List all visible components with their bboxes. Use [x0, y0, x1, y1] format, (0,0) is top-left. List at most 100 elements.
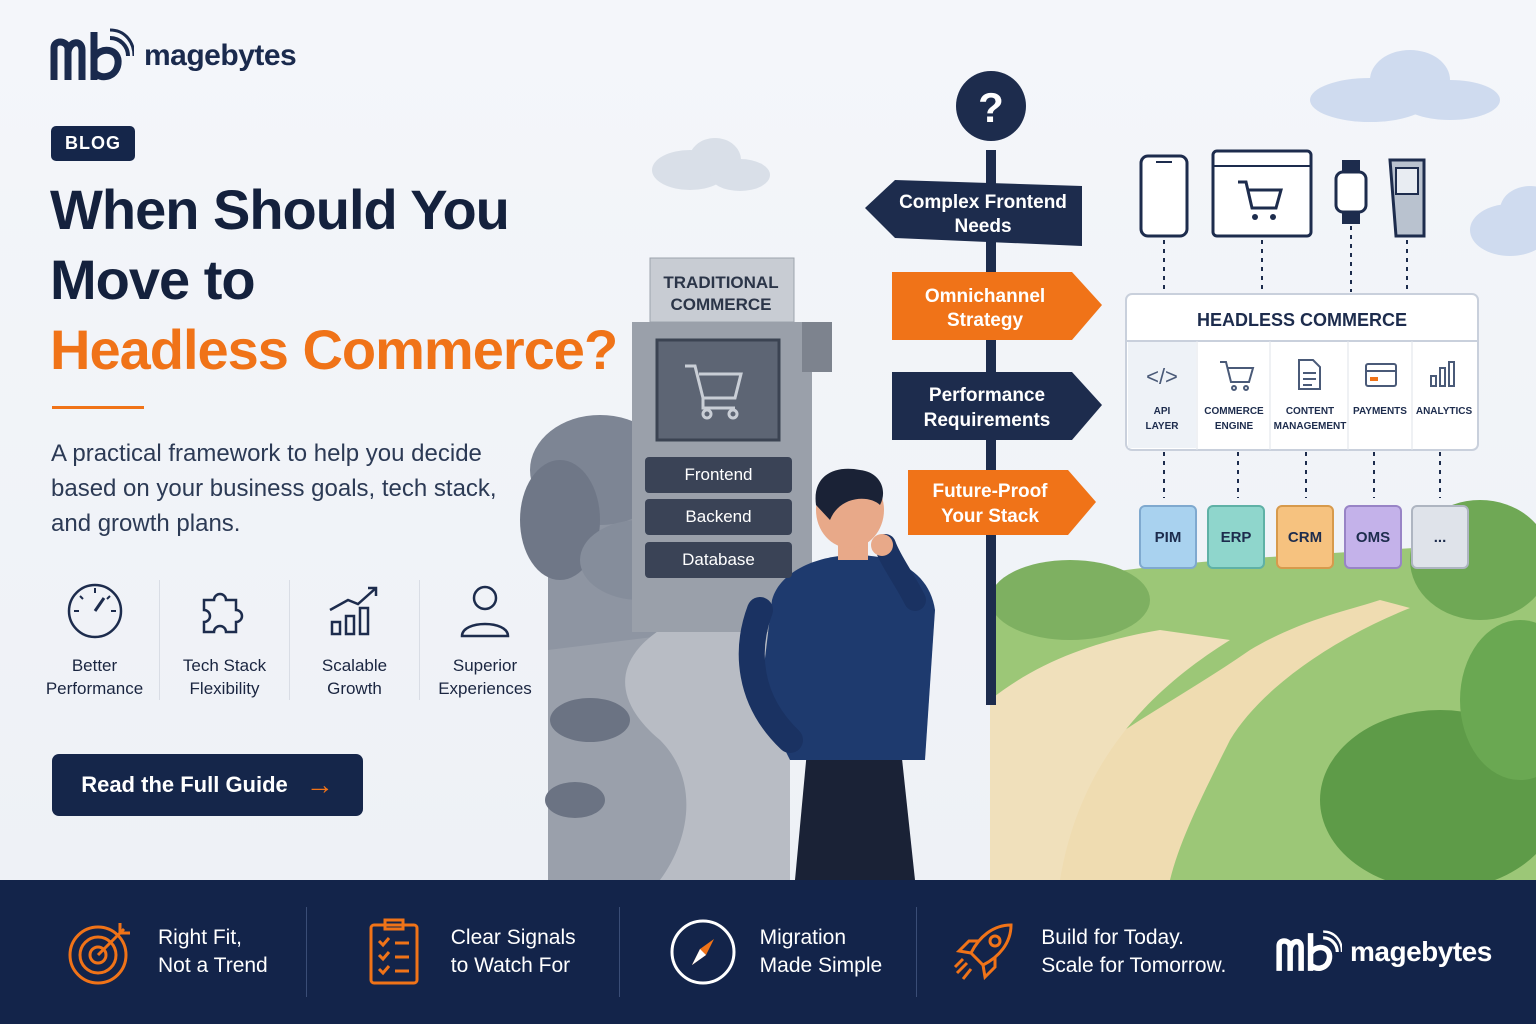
growth-chart-icon	[328, 586, 377, 636]
hero-illustration-area: TRADITIONAL COMMERCE ? Complex Frontend …	[0, 0, 1536, 880]
feature-line1: Migration	[759, 926, 847, 949]
smartwatch-icon	[1334, 160, 1368, 224]
sign-1-line2: Needs	[954, 216, 1011, 237]
footer-divider	[305, 907, 307, 997]
code-icon: </>	[1146, 364, 1178, 389]
cloud-left	[652, 138, 770, 191]
document-icon	[1298, 359, 1321, 390]
phone-icon	[1139, 154, 1189, 238]
footer-brand-name: magebytes	[1350, 936, 1492, 967]
puzzle-more	[1411, 505, 1469, 569]
page-title: When Should You Move to Headless Commerc…	[50, 175, 650, 385]
footer-feature-signals: Clear Signals to Watch For	[359, 880, 576, 1024]
feature-line2: Scale for Tomorrow.	[1041, 954, 1227, 977]
headless-devices	[1139, 149, 1441, 498]
feature-line2: Made Simple	[759, 954, 883, 977]
sign-omnichannel	[892, 272, 1102, 340]
module-2-line2: ENGINE	[1215, 421, 1254, 432]
crossroads-scene: TRADITIONAL COMMERCE ? Complex Frontend …	[520, 50, 1536, 880]
kiosk-icon	[1388, 158, 1426, 238]
traditional-path-world	[520, 415, 790, 880]
sign-4-line2: Your Stack	[941, 506, 1039, 527]
puzzle-more-label: ...	[1434, 529, 1447, 546]
module-3-line2: MANAGEMENT	[1274, 421, 1347, 432]
module-2-line1: COMMERCE	[1204, 406, 1264, 417]
brand-name: magebytes	[144, 39, 297, 72]
module-5-line1: ANALYTICS	[1416, 406, 1473, 417]
arrow-right-icon: →	[305, 769, 334, 800]
subtitle: A practical framework to help you decide…	[51, 440, 497, 537]
footer-divider	[618, 907, 620, 997]
module-1-line2: LAYER	[1146, 421, 1180, 432]
title-underline	[52, 406, 144, 409]
puzzle-crm	[1276, 505, 1334, 569]
sign-2-line1: Omnichannel	[925, 286, 1045, 307]
module-1-line1: API	[1154, 406, 1171, 417]
read-guide-button[interactable]: Read the Full Guide →	[52, 754, 363, 816]
cart-icon	[685, 364, 743, 420]
layer-database: Database	[645, 542, 792, 578]
title-accent: Headless Commerce?	[50, 318, 618, 381]
question-mark: ?	[978, 84, 1004, 131]
compass-icon	[670, 919, 736, 985]
thinking-person-figure	[738, 468, 935, 880]
puzzle-pim	[1139, 505, 1197, 569]
footer-feature-build: Build for Today. Scale for Tomorrow.	[949, 880, 1226, 1024]
signpost: ? Complex Frontend Needs Omnichannel Str…	[865, 71, 1102, 705]
puzzle-pim-label: PIM	[1155, 529, 1182, 546]
sign-2-line2: Strategy	[947, 310, 1023, 331]
brand-logo[interactable]: magebytes	[50, 28, 297, 84]
title-line1: When Should You	[50, 178, 510, 241]
sign-4-line1: Future-Proof	[932, 481, 1048, 502]
title-line2: Move to	[50, 248, 256, 311]
footer-divider	[916, 907, 918, 997]
read-guide-label: Read the Full Guide	[81, 772, 288, 797]
sign-complex-frontend	[865, 180, 1082, 246]
blog-badge: BLOG	[51, 126, 135, 161]
sign-performance	[892, 372, 1102, 440]
feature-line1: Build for Today.	[1041, 926, 1185, 949]
footer-feature-right-fit: Right Fit, Not a Trend	[66, 880, 268, 1024]
magebytes-logo-icon	[1276, 930, 1342, 971]
feature-line2: to Watch For	[450, 954, 571, 977]
puzzle-crm-label: CRM	[1288, 529, 1322, 546]
footer-brand-logo[interactable]: magebytes	[1276, 930, 1492, 974]
headless-commerce-panel: HEADLESS COMMERCE </> API LAYER COMMERCE…	[1125, 293, 1479, 451]
puzzle-erp	[1207, 505, 1265, 569]
feature-line1: Clear Signals	[450, 926, 576, 949]
cart-icon	[1220, 361, 1255, 391]
speedometer-icon	[67, 583, 122, 639]
checklist-icon	[369, 918, 419, 985]
sign-3-line2: Requirements	[924, 410, 1051, 431]
analytics-icon	[1430, 361, 1455, 387]
integration-puzzle-pieces: PIM ERP CRM OMS ...	[1139, 505, 1469, 569]
user-icon	[460, 585, 510, 638]
feature-line1: Right Fit,	[158, 926, 243, 949]
puzzle-icon	[202, 592, 243, 634]
puzzle-oms	[1344, 505, 1402, 569]
sign-3-line1: Performance	[929, 385, 1045, 406]
layer-backend: Backend	[645, 499, 792, 535]
rocket-icon	[954, 923, 1013, 981]
layer-frontend: Frontend	[645, 457, 792, 493]
traditional-title-line2: COMMERCE	[670, 295, 771, 314]
headless-title: HEADLESS COMMERCE	[1197, 310, 1407, 330]
module-4-line1: PAYMENTS	[1353, 406, 1407, 417]
puzzle-oms-label: OMS	[1356, 529, 1390, 546]
sign-future-proof	[908, 470, 1096, 535]
target-icon	[68, 923, 130, 985]
module-3-line1: CONTENT	[1286, 406, 1334, 417]
cloud-right	[1310, 50, 1536, 256]
puzzle-erp-label: ERP	[1221, 529, 1252, 546]
feature-line2: Not a Trend	[158, 954, 268, 977]
